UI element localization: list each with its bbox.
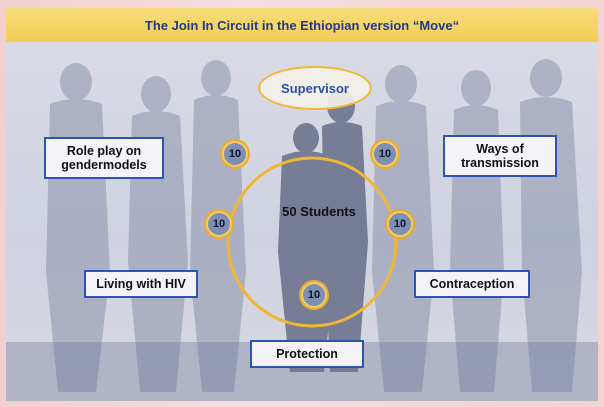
group-node-left: 10	[204, 209, 234, 239]
group-size: 10	[374, 143, 396, 165]
topic-contraception: Contraception	[414, 270, 530, 298]
group-node-right: 10	[385, 209, 415, 239]
group-node-top-right: 10	[370, 139, 400, 169]
title-bar: The Join In Circuit in the Ethiopian ver…	[6, 8, 598, 42]
supervisor-oval: Supervisor	[258, 66, 372, 110]
diagram-panel: The Join In Circuit in the Ethiopian ver…	[6, 8, 598, 401]
group-size: 10	[303, 284, 325, 306]
group-node-top-left: 10	[220, 139, 250, 169]
group-node-bottom: 10	[299, 280, 329, 310]
topic-role-play: Role play on gendermodels	[44, 137, 164, 179]
topic-living-with-hiv: Living with HIV	[84, 270, 198, 298]
students-circle	[226, 156, 398, 328]
supervisor-label: Supervisor	[281, 80, 349, 96]
group-size: 10	[389, 213, 411, 235]
group-size: 10	[208, 213, 230, 235]
students-label: 50 Students	[282, 204, 356, 219]
diagram-title: The Join In Circuit in the Ethiopian ver…	[144, 17, 460, 33]
topic-ways-of-transmission: Ways of transmission	[443, 135, 557, 177]
topic-protection: Protection	[250, 340, 364, 368]
background-photo	[6, 42, 598, 401]
group-size: 10	[224, 143, 246, 165]
